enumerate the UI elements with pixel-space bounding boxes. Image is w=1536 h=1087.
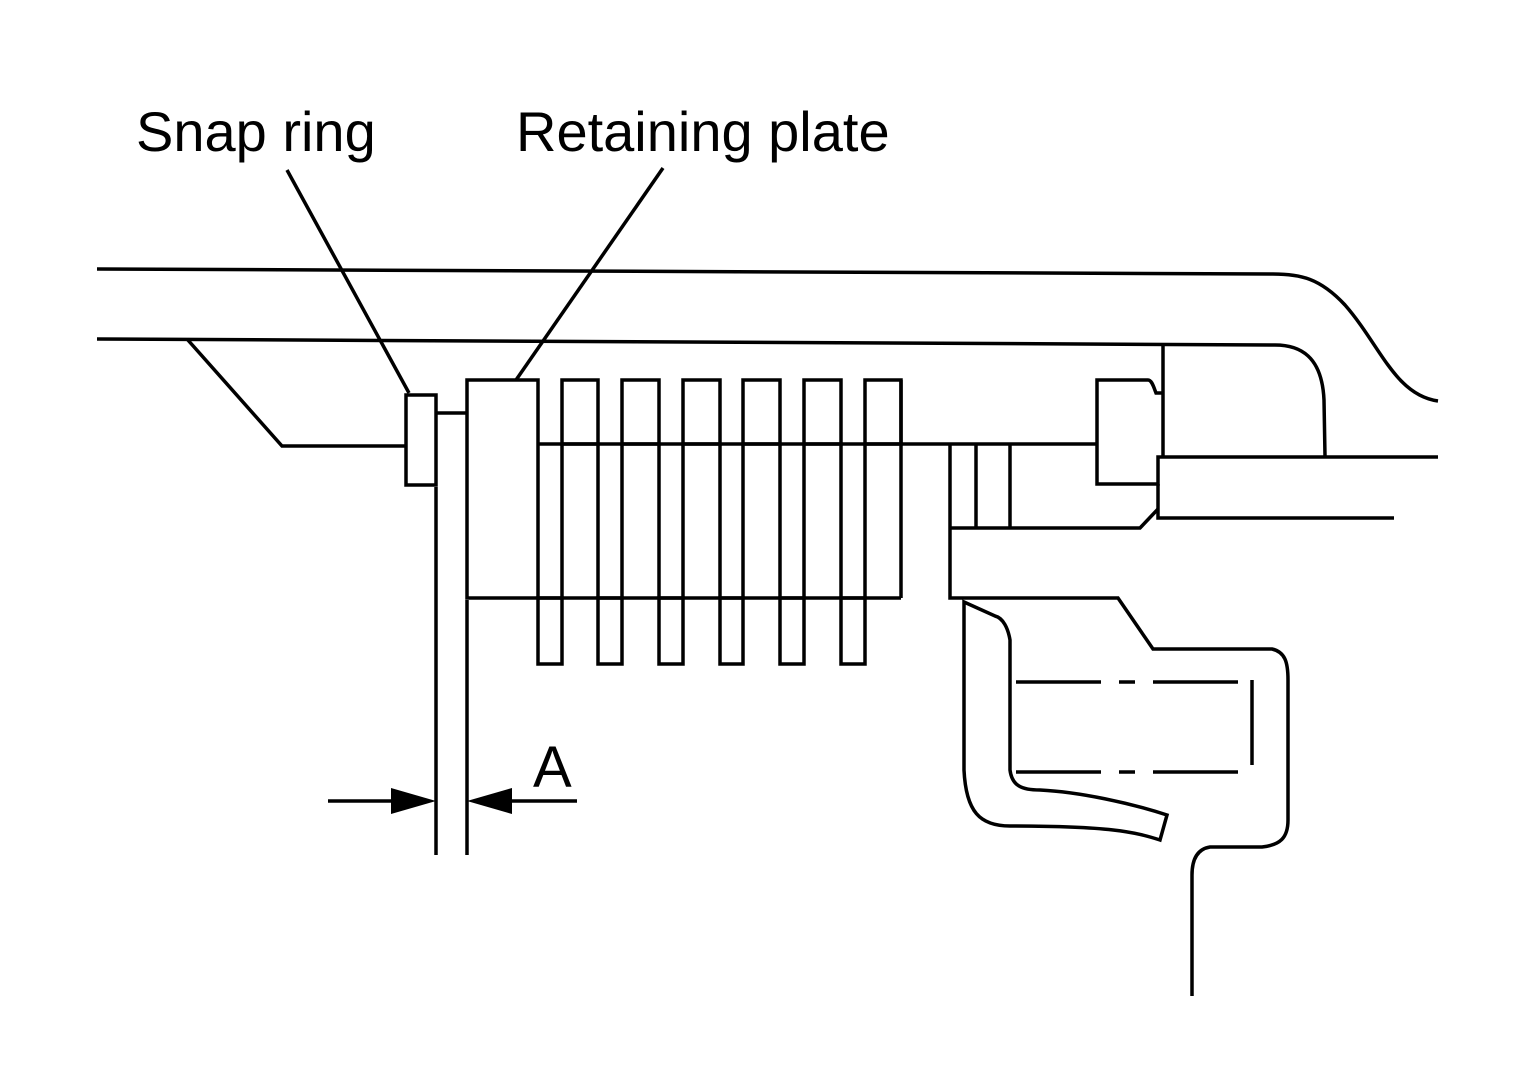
dish-plate [948, 444, 1290, 996]
drive-plate [741, 378, 782, 446]
drive-plate [560, 378, 600, 446]
driven-plate [839, 596, 867, 666]
drive-plate [620, 378, 661, 446]
clearance-arrow-right-icon [391, 788, 436, 814]
drum-chamfer-ledge [185, 337, 406, 448]
dish-plate-inner [950, 507, 1160, 530]
driven-plate [657, 596, 685, 666]
retaining-plate [465, 378, 540, 600]
retaining-plate-leader-line [514, 167, 665, 381]
driven-plate [536, 596, 564, 666]
drive-plate [863, 378, 903, 446]
driven-plate [778, 596, 806, 666]
snap-ring-leader-line [285, 169, 411, 394]
driven-plate [718, 596, 745, 666]
piston [1095, 444, 1438, 486]
snap-ring [404, 393, 438, 487]
clearance-arrow-left-icon [467, 788, 512, 814]
drive-plate [681, 378, 722, 446]
piston-head [1095, 378, 1163, 444]
drive-plate [802, 378, 843, 446]
piston-lower [1156, 484, 1394, 520]
driven-plate [596, 596, 624, 666]
spring-retainer [962, 599, 1170, 843]
clearance-a-label: A [533, 735, 572, 800]
drum-inner-wall [96, 337, 1327, 457]
drum-outer-wall [96, 267, 1439, 403]
snap-ring-label: Snap ring [136, 100, 376, 163]
retaining-plate-label: Retaining plate [516, 100, 890, 163]
